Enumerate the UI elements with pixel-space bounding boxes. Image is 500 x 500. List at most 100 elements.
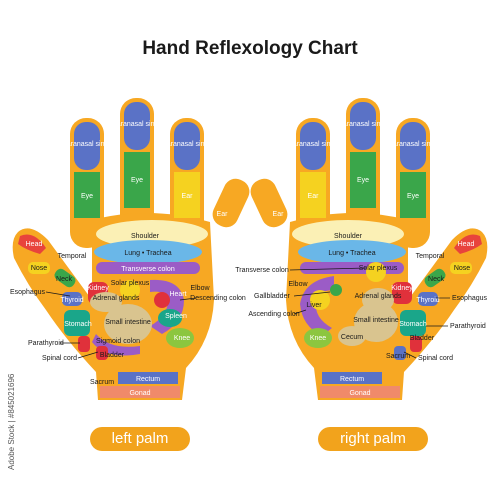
- left-heart-zone: [154, 292, 170, 308]
- left-label-solar-plexus: Solar plexus: [111, 280, 150, 287]
- right-kidney-zone: [392, 282, 412, 304]
- left-solar-plexus-zone: [120, 280, 140, 300]
- left-label-spinal-cord: Spinal cord: [42, 355, 77, 362]
- left-palm-caption: left palm: [90, 427, 190, 451]
- left-label-eye-2: Eye: [131, 177, 143, 184]
- left-sinus-zone-1: [74, 122, 100, 170]
- right-stomach-zone: [400, 310, 426, 336]
- right-gonad-zone: [320, 386, 400, 398]
- left-label-small-intestine: Small intestine: [105, 319, 151, 326]
- right-label-knee: Knee: [310, 335, 326, 342]
- right-label-spinal-cord: Spinal cord: [418, 355, 453, 362]
- left-label-temporal: Temporal: [58, 253, 87, 260]
- right-label-esophagus: Esophagus: [452, 295, 488, 302]
- left-head-zone: [18, 234, 46, 254]
- right-liver-zone: [310, 290, 330, 310]
- left-bladder-zone: [96, 346, 108, 360]
- right-label-sinus-2: Paranasal sinus: [338, 121, 388, 128]
- right-head-zone: [454, 234, 482, 254]
- right-knee-zone: [304, 328, 332, 348]
- left-ear-zone-1: [174, 172, 200, 218]
- left-label-heart: Heart: [169, 291, 186, 298]
- left-eye-zone-1: [74, 172, 100, 218]
- right-ascending-colon-zone: [300, 276, 334, 336]
- watermark-text: Adobe Stock | #845021696: [7, 373, 16, 470]
- left-label-ear-2: Ear: [217, 211, 229, 218]
- left-label-shoulder: Shoulder: [131, 233, 160, 240]
- right-leader-lines: [289, 267, 450, 359]
- right-solar-plexus-zone: [366, 262, 386, 282]
- right-label-elbow: Elbow: [288, 281, 308, 288]
- right-label-liver: Liver: [306, 302, 322, 309]
- left-label-sinus-1: Paranasal sinus: [62, 141, 112, 148]
- right-label-gonad: Gonad: [349, 390, 370, 397]
- right-label-solar-plexus: Solar plexus: [359, 265, 398, 272]
- right-label-sinus-3: Paranasal sinus: [388, 141, 438, 148]
- left-label-stomach: Stomach: [64, 321, 92, 328]
- left-stomach-zone: [64, 310, 90, 336]
- left-label-rectum: Rectum: [136, 376, 160, 383]
- right-cecum-zone: [338, 326, 366, 346]
- watermark-id: Adobe Stock | #845021696: [7, 373, 16, 470]
- left-neck-zone: [54, 268, 76, 288]
- right-palm-caption: right palm: [318, 427, 428, 451]
- left-eye-zone-2: [124, 152, 150, 208]
- left-label-parathyroid: Parathyroid: [28, 340, 64, 347]
- left-palm-zones: [18, 220, 208, 398]
- right-label-eye-2: Eye: [407, 193, 419, 200]
- left-label-neck: Neck: [56, 276, 72, 283]
- right-hand: Paranasal sinus Paranasal sinus Paranasa…: [235, 98, 488, 400]
- right-label-stomach: Stomach: [399, 321, 427, 328]
- right-label-neck: Neck: [428, 276, 444, 283]
- left-label-lung: Lung • Trachea: [124, 250, 171, 257]
- left-finger-zones: [74, 102, 200, 218]
- left-label-elbow: Elbow: [190, 285, 210, 292]
- left-label-ear-1: Ear: [182, 193, 194, 200]
- right-sinus-zone-2: [350, 102, 376, 150]
- right-label-nose: Nose: [454, 265, 470, 272]
- right-parathyroid-zone: [410, 336, 422, 352]
- right-rectum-zone: [322, 372, 382, 384]
- right-lung-zone: [298, 240, 406, 264]
- right-palm-zones: [292, 220, 482, 398]
- right-neck-zone: [424, 268, 446, 288]
- right-label-bladder: Bladder: [410, 335, 435, 342]
- right-small-intestine-zone: [354, 302, 398, 342]
- left-lung-zone: [94, 240, 202, 264]
- right-label-head: Head: [458, 241, 475, 248]
- right-label-temporal: Temporal: [416, 253, 445, 260]
- right-eye-zone-1: [350, 152, 376, 208]
- right-label-lung: Lung • Trachea: [328, 250, 375, 257]
- left-shoulder-zone: [96, 220, 208, 248]
- left-label-sigmoid-colon: Sigmoid colon: [96, 338, 140, 345]
- right-labels: Paranasal sinus Paranasal sinus Paranasa…: [235, 121, 487, 397]
- right-label-sinus-1: Paranasal sinus: [288, 141, 338, 148]
- right-bladder-zone: [394, 346, 406, 360]
- left-leader-lines: [45, 291, 197, 359]
- chart-title: Hand Reflexology Chart: [142, 38, 358, 59]
- right-label-ear-2: Ear: [273, 211, 285, 218]
- right-label-thyroid: Thyroid: [416, 297, 439, 304]
- right-shoulder-zone: [292, 220, 404, 248]
- left-parathyroid-zone: [78, 336, 90, 352]
- left-label-kidney: Kidney: [87, 285, 109, 292]
- left-label-sinus-2: Paranasal sinus: [112, 121, 162, 128]
- right-nose-zone: [450, 262, 472, 274]
- left-label-sacrum: Sacrum: [90, 379, 114, 386]
- right-eye-zone-2: [400, 172, 426, 218]
- left-gonad-zone: [100, 386, 180, 398]
- left-label-bladder: Bladder: [100, 352, 125, 359]
- left-label-adrenal: Adrenal glands: [93, 295, 140, 302]
- right-ear-zone-1: [300, 172, 326, 218]
- left-knee-zone: [166, 328, 194, 348]
- right-label-adrenal: Adrenal glands: [355, 293, 402, 300]
- left-rectum-zone: [118, 372, 178, 384]
- right-label-transverse-colon: Transverse colon: [235, 267, 289, 274]
- left-label-head: Head: [26, 241, 43, 248]
- left-sinus-zone-2: [124, 102, 150, 150]
- right-label-cecum: Cecum: [341, 334, 363, 341]
- right-label-kidney: Kidney: [391, 285, 413, 292]
- right-label-ascending-colon: Ascending colon: [248, 311, 299, 318]
